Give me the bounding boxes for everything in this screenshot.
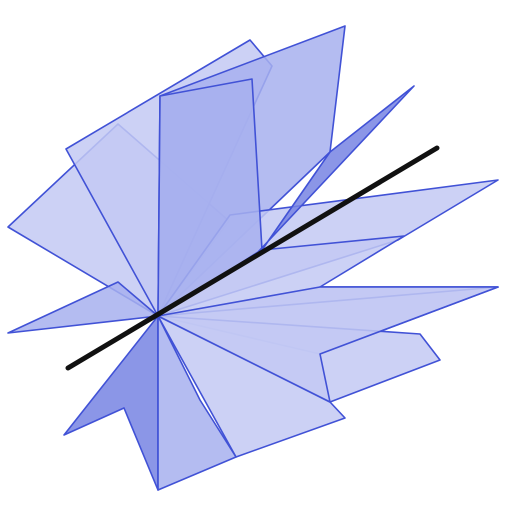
plane-lower-left-wing [7, 281, 159, 334]
pencil-axis-line [65, 145, 440, 371]
plane-bottom-center [157, 315, 237, 491]
plane-front-center-lower [157, 286, 499, 403]
